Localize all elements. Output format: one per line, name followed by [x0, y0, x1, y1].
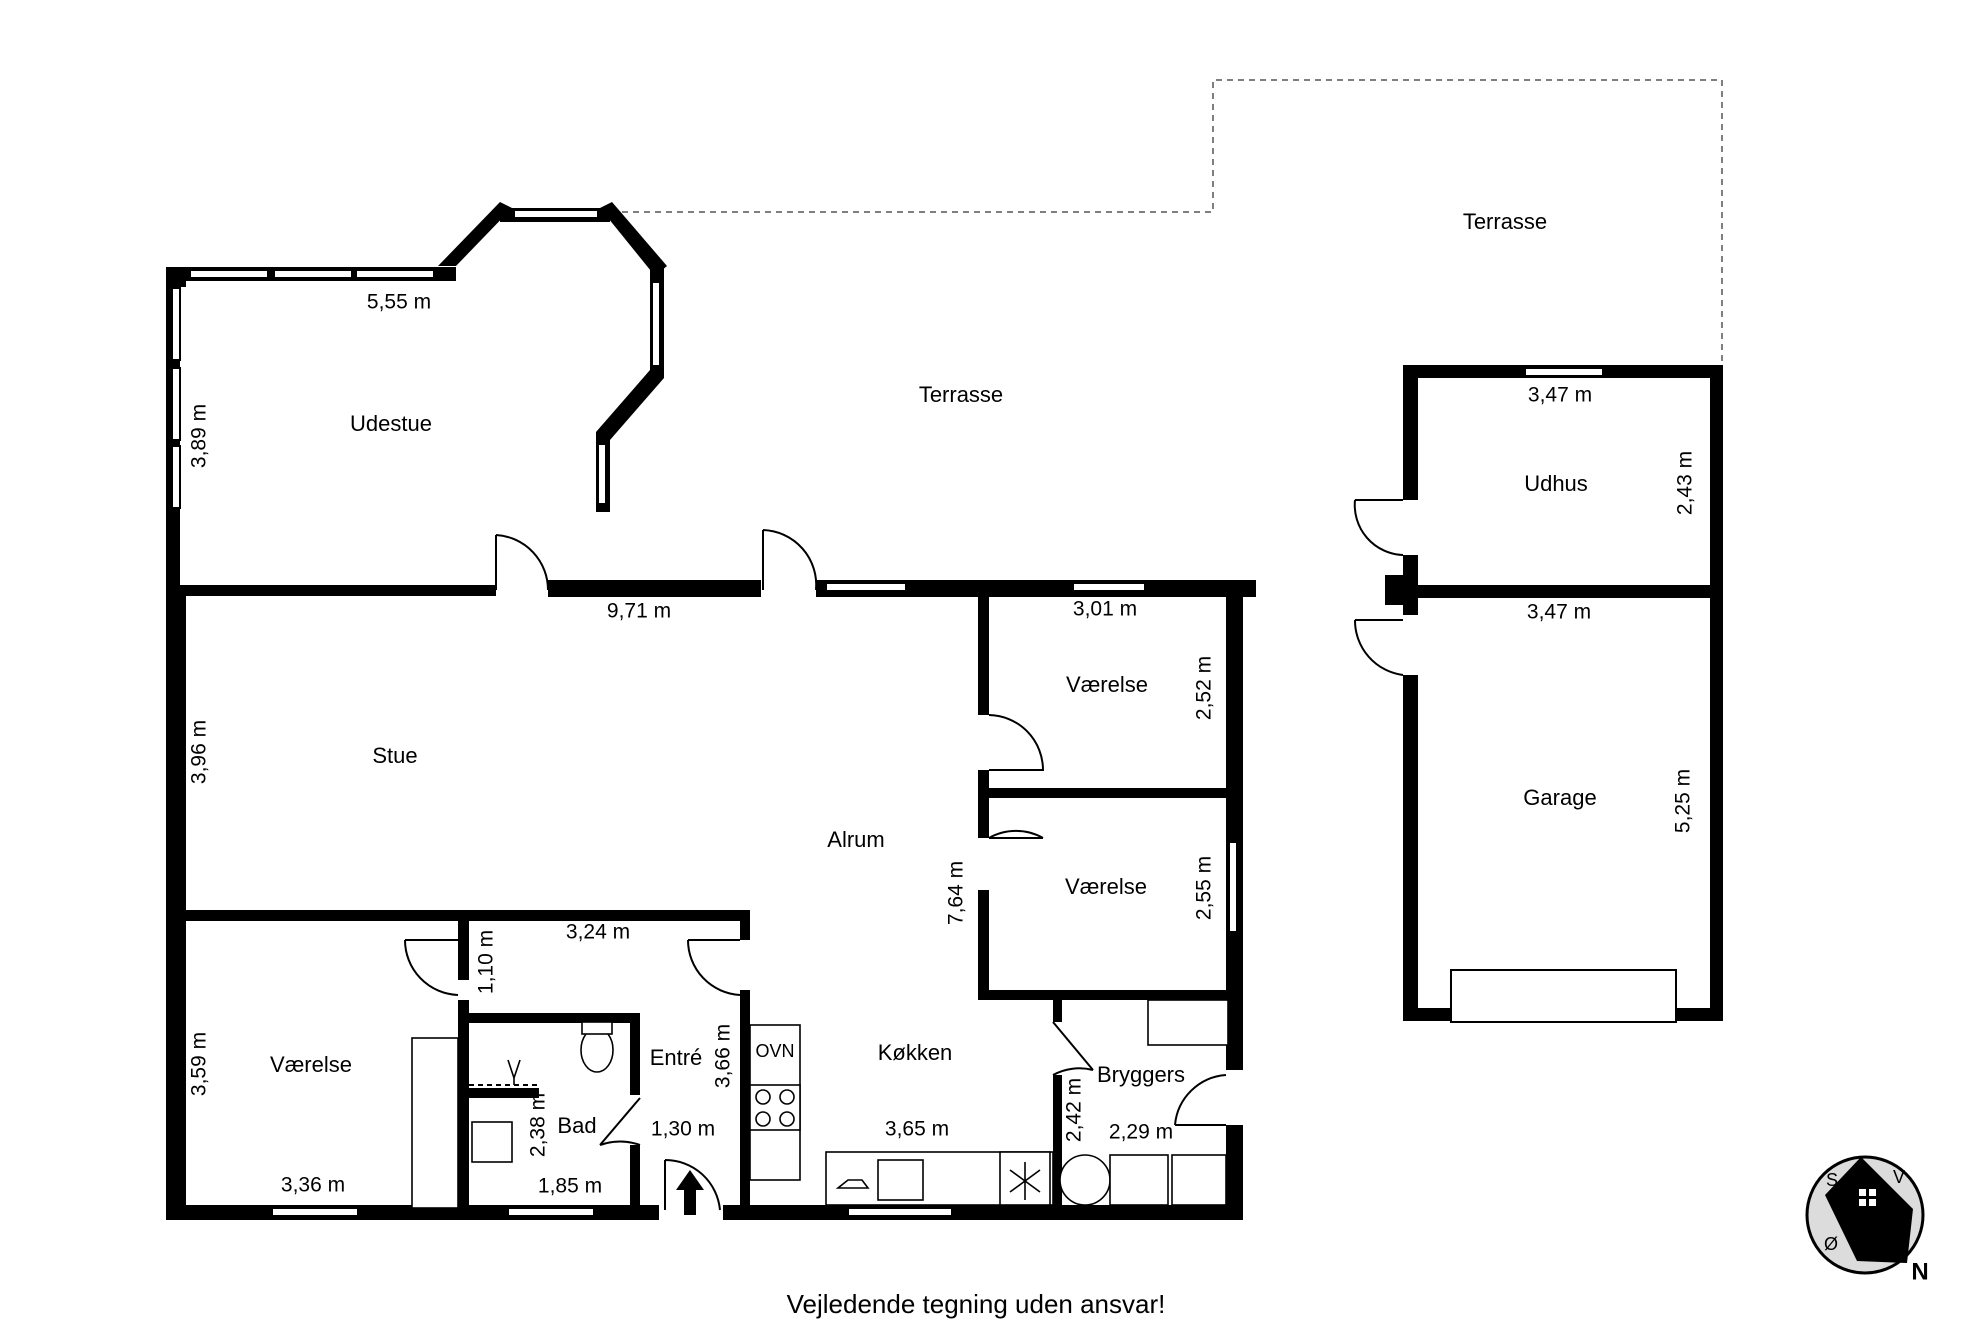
- dim-garage-h: 5,25 m: [1672, 769, 1695, 833]
- dim-vaerelse-top-w: 3,01 m: [1073, 598, 1137, 621]
- washer-icon: [1059, 1154, 1111, 1206]
- fixtures: [411, 999, 1229, 1209]
- compass: S V Ø N: [1805, 1155, 1929, 1285]
- wardrobe: [411, 1037, 459, 1209]
- dim-vaerelse-mid-h: 2,55 m: [1193, 856, 1216, 920]
- room-label-garage: Garage: [1523, 785, 1596, 810]
- doors: [404, 499, 1404, 1211]
- dim-hall-w: 3,24 m: [566, 921, 630, 944]
- room-label-vaerelse-left: Værelse: [270, 1052, 352, 1077]
- room-label-vaerelse-top: Værelse: [1066, 672, 1148, 697]
- compass-s: S: [1826, 1170, 1838, 1190]
- oven-label: OVN: [755, 1041, 794, 1061]
- dim-garage-w: 3,47 m: [1527, 601, 1591, 624]
- room-label-terrasse-main: Terrasse: [919, 382, 1003, 407]
- windows: [171, 209, 1677, 1217]
- compass-o: Ø: [1824, 1234, 1838, 1254]
- dim-bad-h: 2,38 m: [527, 1093, 550, 1157]
- dim-udhus-h: 2,43 m: [1674, 451, 1697, 515]
- walls: [166, 202, 1723, 1220]
- dim-vaerelse-top-h: 2,52 m: [1193, 656, 1216, 720]
- room-label-terrasse-top: Terrasse: [1463, 209, 1547, 234]
- room-label-kokken: Køkken: [878, 1040, 953, 1065]
- dim-alrum-h: 7,64 m: [945, 861, 968, 925]
- dim-udhus-w: 3,47 m: [1528, 384, 1592, 407]
- dim-main-w: 9,71 m: [607, 600, 671, 623]
- room-label-alrum: Alrum: [827, 827, 884, 852]
- compass-house-arrow-icon: [1825, 1157, 1913, 1263]
- dim-bad-w: 1,85 m: [538, 1175, 602, 1198]
- dim-vaerelse-left-h: 3,59 m: [188, 1032, 211, 1096]
- entrance-arrow-icon: [676, 1170, 704, 1215]
- room-label-bryggers: Bryggers: [1097, 1062, 1185, 1087]
- faucet-icon: [835, 1179, 870, 1189]
- dim-kokken-w: 3,65 m: [885, 1118, 949, 1141]
- room-label-bad: Bad: [557, 1113, 596, 1138]
- room-label-stue: Stue: [372, 743, 417, 768]
- dim-hall-h: 1,10 m: [475, 930, 498, 994]
- room-label-entre: Entré: [650, 1045, 703, 1070]
- bryggers-cabinet: [1147, 999, 1229, 1046]
- room-labels: Udestue Terrasse Terrasse Udhus Garage S…: [270, 209, 1597, 1138]
- terrace-outline: [600, 79, 1723, 365]
- dim-bryggers-h: 2,42 m: [1063, 1078, 1086, 1142]
- room-label-udhus: Udhus: [1524, 471, 1588, 496]
- dryer-icon: [1171, 1154, 1227, 1206]
- dim-bryggers-w: 2,29 m: [1109, 1121, 1173, 1144]
- dim-vaerelse-left-w: 3,36 m: [281, 1174, 345, 1197]
- compass-v: V: [1893, 1167, 1905, 1187]
- room-label-udestue: Udestue: [350, 411, 432, 436]
- bath-sink-icon: [471, 1121, 513, 1163]
- disclaimer-footer: Vejledende tegning uden ansvar!: [787, 1289, 1166, 1319]
- room-label-vaerelse-mid: Værelse: [1065, 874, 1147, 899]
- utility-sink-icon: [1109, 1154, 1169, 1206]
- compass-n: N: [1911, 1258, 1928, 1285]
- dimension-labels: 5,55 m 3,89 m 9,71 m 3,96 m 3,01 m 2,52 …: [188, 291, 1697, 1198]
- dim-stue-h: 3,96 m: [188, 720, 211, 784]
- dim-udestue-h: 3,89 m: [188, 404, 211, 468]
- dim-udestue-w: 5,55 m: [367, 291, 431, 314]
- dim-entre-h: 3,66 m: [712, 1024, 735, 1088]
- shower-icon: [507, 1059, 521, 1085]
- dim-entre-w: 1,30 m: [651, 1118, 715, 1141]
- kitchen-sink-icon: [877, 1159, 924, 1201]
